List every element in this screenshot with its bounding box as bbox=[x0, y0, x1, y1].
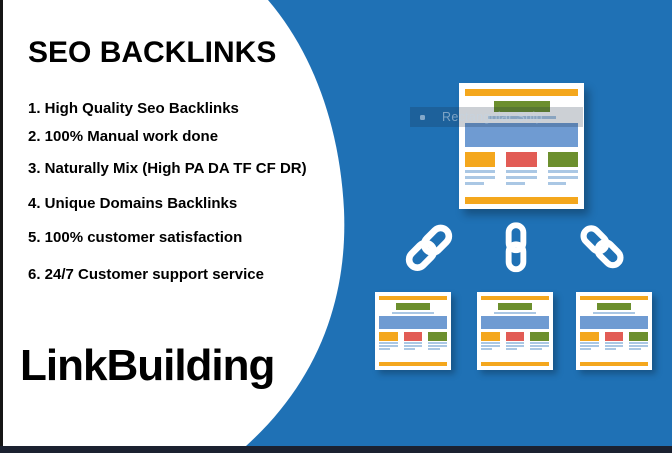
webpage-nav-line bbox=[494, 312, 536, 314]
webpage-content-columns bbox=[481, 332, 550, 350]
webpage-header-bar bbox=[465, 89, 578, 96]
page-title: SEO BACKLINKS bbox=[28, 36, 277, 69]
content-block-orange bbox=[481, 332, 500, 341]
webpage-header-bar bbox=[481, 296, 549, 300]
webpage-header-bar bbox=[379, 296, 447, 300]
webpage-hero-banner bbox=[481, 316, 549, 329]
webpage-content-columns bbox=[379, 332, 448, 350]
content-block-green bbox=[530, 332, 550, 341]
feature-item-5: 5. 100% customer satisfaction bbox=[28, 229, 243, 246]
webpage-footer-bar bbox=[481, 362, 549, 366]
content-block-green bbox=[629, 332, 649, 341]
snip-bullet-icon bbox=[420, 114, 425, 120]
webpage-column bbox=[465, 152, 496, 185]
webpage-nav-line bbox=[392, 312, 434, 314]
feature-item-2: 2. 100% Manual work done bbox=[28, 128, 219, 145]
chain-link-icon-diagonal-up bbox=[401, 220, 457, 276]
webpage-hero-banner bbox=[580, 316, 648, 329]
webpage-logo-block bbox=[597, 303, 631, 310]
content-block-orange bbox=[379, 332, 398, 341]
feature-list: 1. High Quality Seo Backlinks 2. 100% Ma… bbox=[28, 100, 307, 284]
webpage-footer-bar bbox=[465, 197, 578, 204]
webpage-mockup-small-3 bbox=[576, 292, 652, 370]
webpage-mockup-large bbox=[459, 83, 584, 209]
feature-item-4: 4. Unique Domains Backlinks bbox=[28, 195, 238, 212]
webpage-footer-bar bbox=[580, 362, 648, 366]
content-block-red bbox=[604, 332, 624, 341]
feature-item-1: 1. High Quality Seo Backlinks bbox=[28, 100, 239, 117]
content-block-red bbox=[403, 332, 423, 341]
webpage-content-columns bbox=[580, 332, 649, 350]
webpage-header-bar bbox=[580, 296, 648, 300]
window-bottom-edge bbox=[0, 446, 672, 453]
webpage-nav-line bbox=[487, 116, 556, 119]
webpage-mockup-small-1 bbox=[375, 292, 451, 370]
webpage-content-columns bbox=[465, 152, 578, 185]
content-block-red bbox=[506, 152, 537, 167]
feature-item-6: 6. 24/7 Customer support service bbox=[28, 266, 264, 283]
feature-item-3: 3. Naturally Mix (High PA DA TF CF DR) bbox=[28, 160, 307, 177]
window-left-edge bbox=[0, 0, 3, 453]
webpage-footer-bar bbox=[379, 362, 447, 366]
webpage-hero-banner bbox=[465, 123, 578, 147]
chain-link-icon-vertical bbox=[490, 221, 542, 273]
webpage-logo-block bbox=[396, 303, 430, 310]
brand-wordmark: LinkBuilding bbox=[20, 341, 275, 390]
webpage-column bbox=[547, 152, 578, 185]
content-block-orange bbox=[465, 152, 496, 167]
webpage-nav-line bbox=[593, 312, 635, 314]
webpage-mockup-small-2 bbox=[477, 292, 553, 370]
snip-label: Rectangular Snip bbox=[442, 110, 543, 124]
content-block-red bbox=[505, 332, 525, 341]
content-block-green bbox=[428, 332, 448, 341]
rectangular-snip-menu-item[interactable]: Rectangular Snip bbox=[410, 107, 583, 127]
webpage-logo-block bbox=[498, 303, 532, 310]
content-block-green bbox=[547, 152, 578, 167]
chain-link-icon-diagonal-down bbox=[576, 221, 628, 273]
webpage-logo-block bbox=[493, 101, 550, 112]
content-block-orange bbox=[580, 332, 599, 341]
webpage-column bbox=[506, 152, 537, 185]
webpage-hero-banner bbox=[379, 316, 447, 329]
